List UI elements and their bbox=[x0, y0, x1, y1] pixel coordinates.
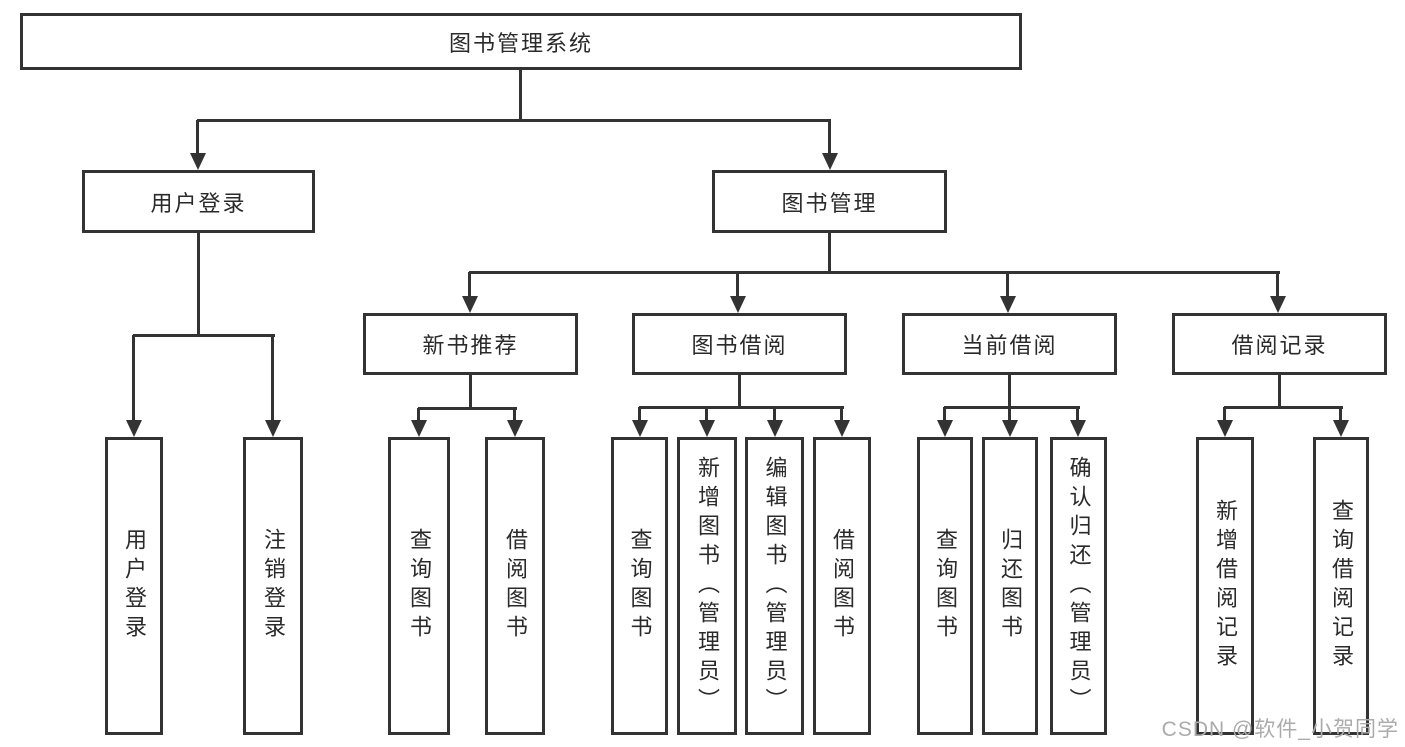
connector-arrow bbox=[190, 120, 206, 170]
connector-line bbox=[469, 375, 472, 409]
connector-arrow bbox=[1070, 407, 1086, 437]
leaf-query-borrow-record: 查询借阅记录 bbox=[1313, 437, 1369, 735]
connector-line bbox=[944, 406, 1080, 409]
connector-arrow bbox=[632, 407, 648, 437]
connector-arrow bbox=[699, 407, 715, 437]
connector-arrow bbox=[730, 272, 746, 313]
connector-arrow bbox=[937, 407, 953, 437]
leaf-add-book-admin: 新增图书（管理员） bbox=[677, 437, 737, 735]
leaf-return-book: 归还图书 bbox=[982, 437, 1038, 735]
leaf-borrow-book-1: 借阅图书 bbox=[485, 437, 545, 735]
connector-line bbox=[418, 407, 517, 410]
leaf-query-book-1: 查询图书 bbox=[388, 437, 450, 735]
connector-arrow bbox=[1270, 272, 1286, 313]
connector-line bbox=[519, 70, 522, 121]
connector-line bbox=[639, 406, 844, 409]
leaf-edit-book-admin: 编辑图书（管理员） bbox=[745, 437, 804, 735]
connector-line bbox=[133, 334, 275, 337]
connector-arrow bbox=[1002, 407, 1018, 437]
node-new-book-recommend: 新书推荐 bbox=[363, 313, 578, 375]
connector-line bbox=[828, 233, 831, 273]
connector-arrow bbox=[1000, 272, 1016, 313]
connector-line bbox=[197, 119, 831, 122]
connector-arrow bbox=[411, 408, 427, 437]
connector-arrow bbox=[1217, 407, 1233, 437]
connector-line bbox=[1278, 375, 1281, 408]
leaf-logout: 注销登录 bbox=[243, 437, 303, 735]
leaf-query-book-2: 查询图书 bbox=[611, 437, 668, 735]
node-borrow-record: 借阅记录 bbox=[1172, 313, 1387, 375]
node-book-management: 图书管理 bbox=[712, 170, 947, 233]
connector-arrow bbox=[462, 272, 478, 313]
connector-line bbox=[1224, 406, 1343, 409]
connector-arrow bbox=[126, 335, 142, 437]
connector-arrow bbox=[1333, 407, 1349, 437]
leaf-confirm-return-admin: 确认归还（管理员） bbox=[1050, 437, 1107, 735]
node-library-system: 图书管理系统 bbox=[20, 13, 1022, 70]
leaf-add-borrow-record: 新增借阅记录 bbox=[1196, 437, 1254, 735]
node-user-login: 用户登录 bbox=[82, 170, 315, 233]
leaf-user-login: 用户登录 bbox=[105, 437, 163, 735]
connector-line bbox=[197, 233, 200, 336]
connector-arrow bbox=[834, 407, 850, 437]
leaf-query-book-3: 查询图书 bbox=[917, 437, 973, 735]
connector-arrow bbox=[265, 335, 281, 437]
connector-arrow bbox=[507, 408, 523, 437]
connector-arrow bbox=[822, 120, 838, 170]
connector-line bbox=[738, 375, 741, 408]
leaf-borrow-book-2: 借阅图书 bbox=[813, 437, 871, 735]
connector-line bbox=[1008, 375, 1011, 408]
node-book-borrow: 图书借阅 bbox=[632, 313, 847, 375]
connector-line bbox=[469, 271, 1280, 274]
connector-arrow bbox=[767, 407, 783, 437]
csdn-watermark: CSDN @软件_小贺同学 bbox=[1161, 718, 1399, 741]
node-current-borrow: 当前借阅 bbox=[902, 313, 1117, 375]
